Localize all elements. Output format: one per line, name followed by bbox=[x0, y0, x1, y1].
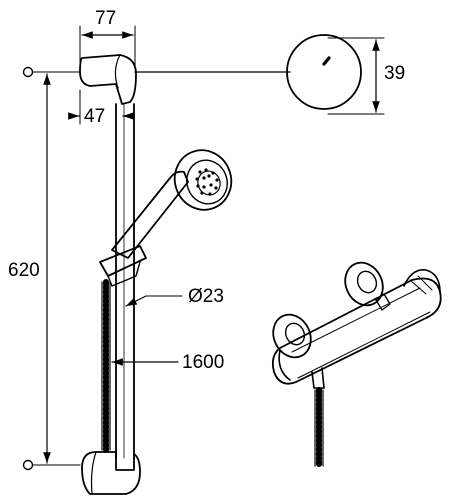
dim-label-620: 620 bbox=[8, 260, 40, 281]
leader-diameter bbox=[125, 295, 183, 307]
slider-holder bbox=[99, 245, 147, 287]
hand-shower bbox=[111, 149, 233, 259]
top-wall-bracket bbox=[79, 54, 137, 105]
dimension-620 bbox=[22, 66, 81, 471]
escutcheon-plate bbox=[134, 34, 362, 110]
shower-hose bbox=[101, 279, 111, 453]
thermostatic-mixer bbox=[271, 261, 442, 389]
dim-label-77: 77 bbox=[95, 8, 116, 29]
dimension-47 bbox=[68, 89, 134, 125]
dim-label-1600: 1600 bbox=[182, 352, 224, 373]
dim-label-39: 39 bbox=[384, 63, 405, 84]
dimension-77 bbox=[79, 25, 136, 69]
dim-label-47: 47 bbox=[84, 106, 105, 127]
mixer-hose bbox=[314, 387, 324, 469]
dimension-39 bbox=[327, 37, 385, 115]
bottom-wall-bracket bbox=[81, 451, 141, 495]
dim-label-diameter: Ø23 bbox=[188, 286, 224, 307]
